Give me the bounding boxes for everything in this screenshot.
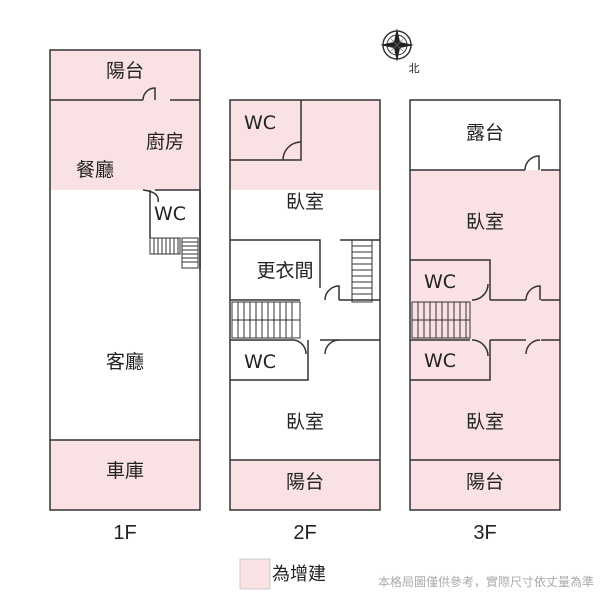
- compass-rose-icon: [380, 28, 414, 62]
- door-1f-balcony: [142, 87, 156, 101]
- stairs-1f: [149, 237, 199, 269]
- room-3f-bedroom-bottom: 臥室: [466, 411, 504, 433]
- floor-1f: 陽台 廚房 餐廳 WC 客廳 車庫 1F: [49, 49, 201, 544]
- door-1f-wc: [142, 189, 159, 203]
- added-area-1f-garage: [50, 440, 200, 510]
- legend-label: 為增建: [272, 564, 326, 585]
- wc-2f-top-walls: [230, 100, 302, 161]
- floor-2f: WC 臥室 更衣間 WC 臥室 陽台 2F: [229, 99, 381, 544]
- wc-3f-top-walls: [410, 259, 560, 301]
- door-3f-bedroom-bottom: [525, 339, 541, 355]
- wc-2f-bottom-walls: [230, 339, 380, 381]
- room-3f-balcony: 陽台: [466, 471, 504, 493]
- door-3f-terrace: [524, 155, 540, 171]
- room-1f-kitchen: 廚房: [146, 130, 184, 153]
- door-2f-bedroom: [324, 339, 340, 355]
- room-3f-wc-top: WC: [424, 271, 456, 293]
- added-area-3f-balcony: [410, 460, 560, 510]
- room-1f-garage: 車庫: [106, 460, 144, 482]
- floor-1f-outline: [49, 49, 201, 511]
- room-3f-bedroom-top: 臥室: [466, 211, 504, 233]
- floor-label-3f: 3F: [473, 522, 496, 544]
- wc-1f-walls: [149, 189, 201, 270]
- added-area-2f-balcony: [230, 460, 380, 510]
- floor-2f-outline: [229, 99, 381, 511]
- compass-north-label: 北: [409, 62, 420, 75]
- room-2f-balcony: 陽台: [286, 471, 324, 493]
- added-area-1f-top: [50, 50, 200, 190]
- room-2f-bedroom-bottom: 臥室: [286, 411, 324, 433]
- room-2f-bedroom-top: 臥室: [286, 191, 324, 213]
- room-1f-wc: WC: [154, 203, 186, 225]
- room-3f-wc-bottom: WC: [424, 350, 456, 372]
- room-1f-living: 客廳: [106, 351, 144, 373]
- room-2f-wc-bottom: WC: [244, 351, 276, 373]
- wc-3f-bottom-walls: [410, 339, 560, 381]
- stairs-3f: [411, 301, 471, 339]
- room-1f-balcony: 陽台: [106, 60, 144, 82]
- floor-3f-outline: [409, 99, 561, 511]
- room-2f-wc-top: WC: [244, 112, 276, 134]
- room-3f-terrace: 露台: [466, 122, 504, 144]
- disclaimer-text: 本格局圖僅供參考，實際尺寸依丈量為準: [378, 574, 594, 589]
- door-3f-wc-top: [471, 283, 489, 301]
- room-2f-closet: 更衣間: [256, 260, 313, 282]
- door-2f-wc-bottom: [289, 339, 307, 355]
- floor-label-1f: 1F: [113, 522, 136, 544]
- door-2f-closet: [324, 285, 380, 301]
- stairs-2f: [231, 239, 373, 339]
- floor-label-2f: 2F: [293, 522, 316, 544]
- door-2f-wc-top: [282, 141, 302, 161]
- room-1f-dining: 餐廳: [76, 159, 114, 181]
- floor-3f: 露台 臥室 WC WC 臥室 陽台 3F: [409, 99, 561, 544]
- legend-swatch: [239, 558, 271, 590]
- added-area-2f-top: [230, 100, 380, 190]
- door-3f-bedroom-top: [525, 285, 541, 301]
- door-3f-wc-bottom: [471, 339, 489, 357]
- added-area-3f-middle: [410, 170, 560, 460]
